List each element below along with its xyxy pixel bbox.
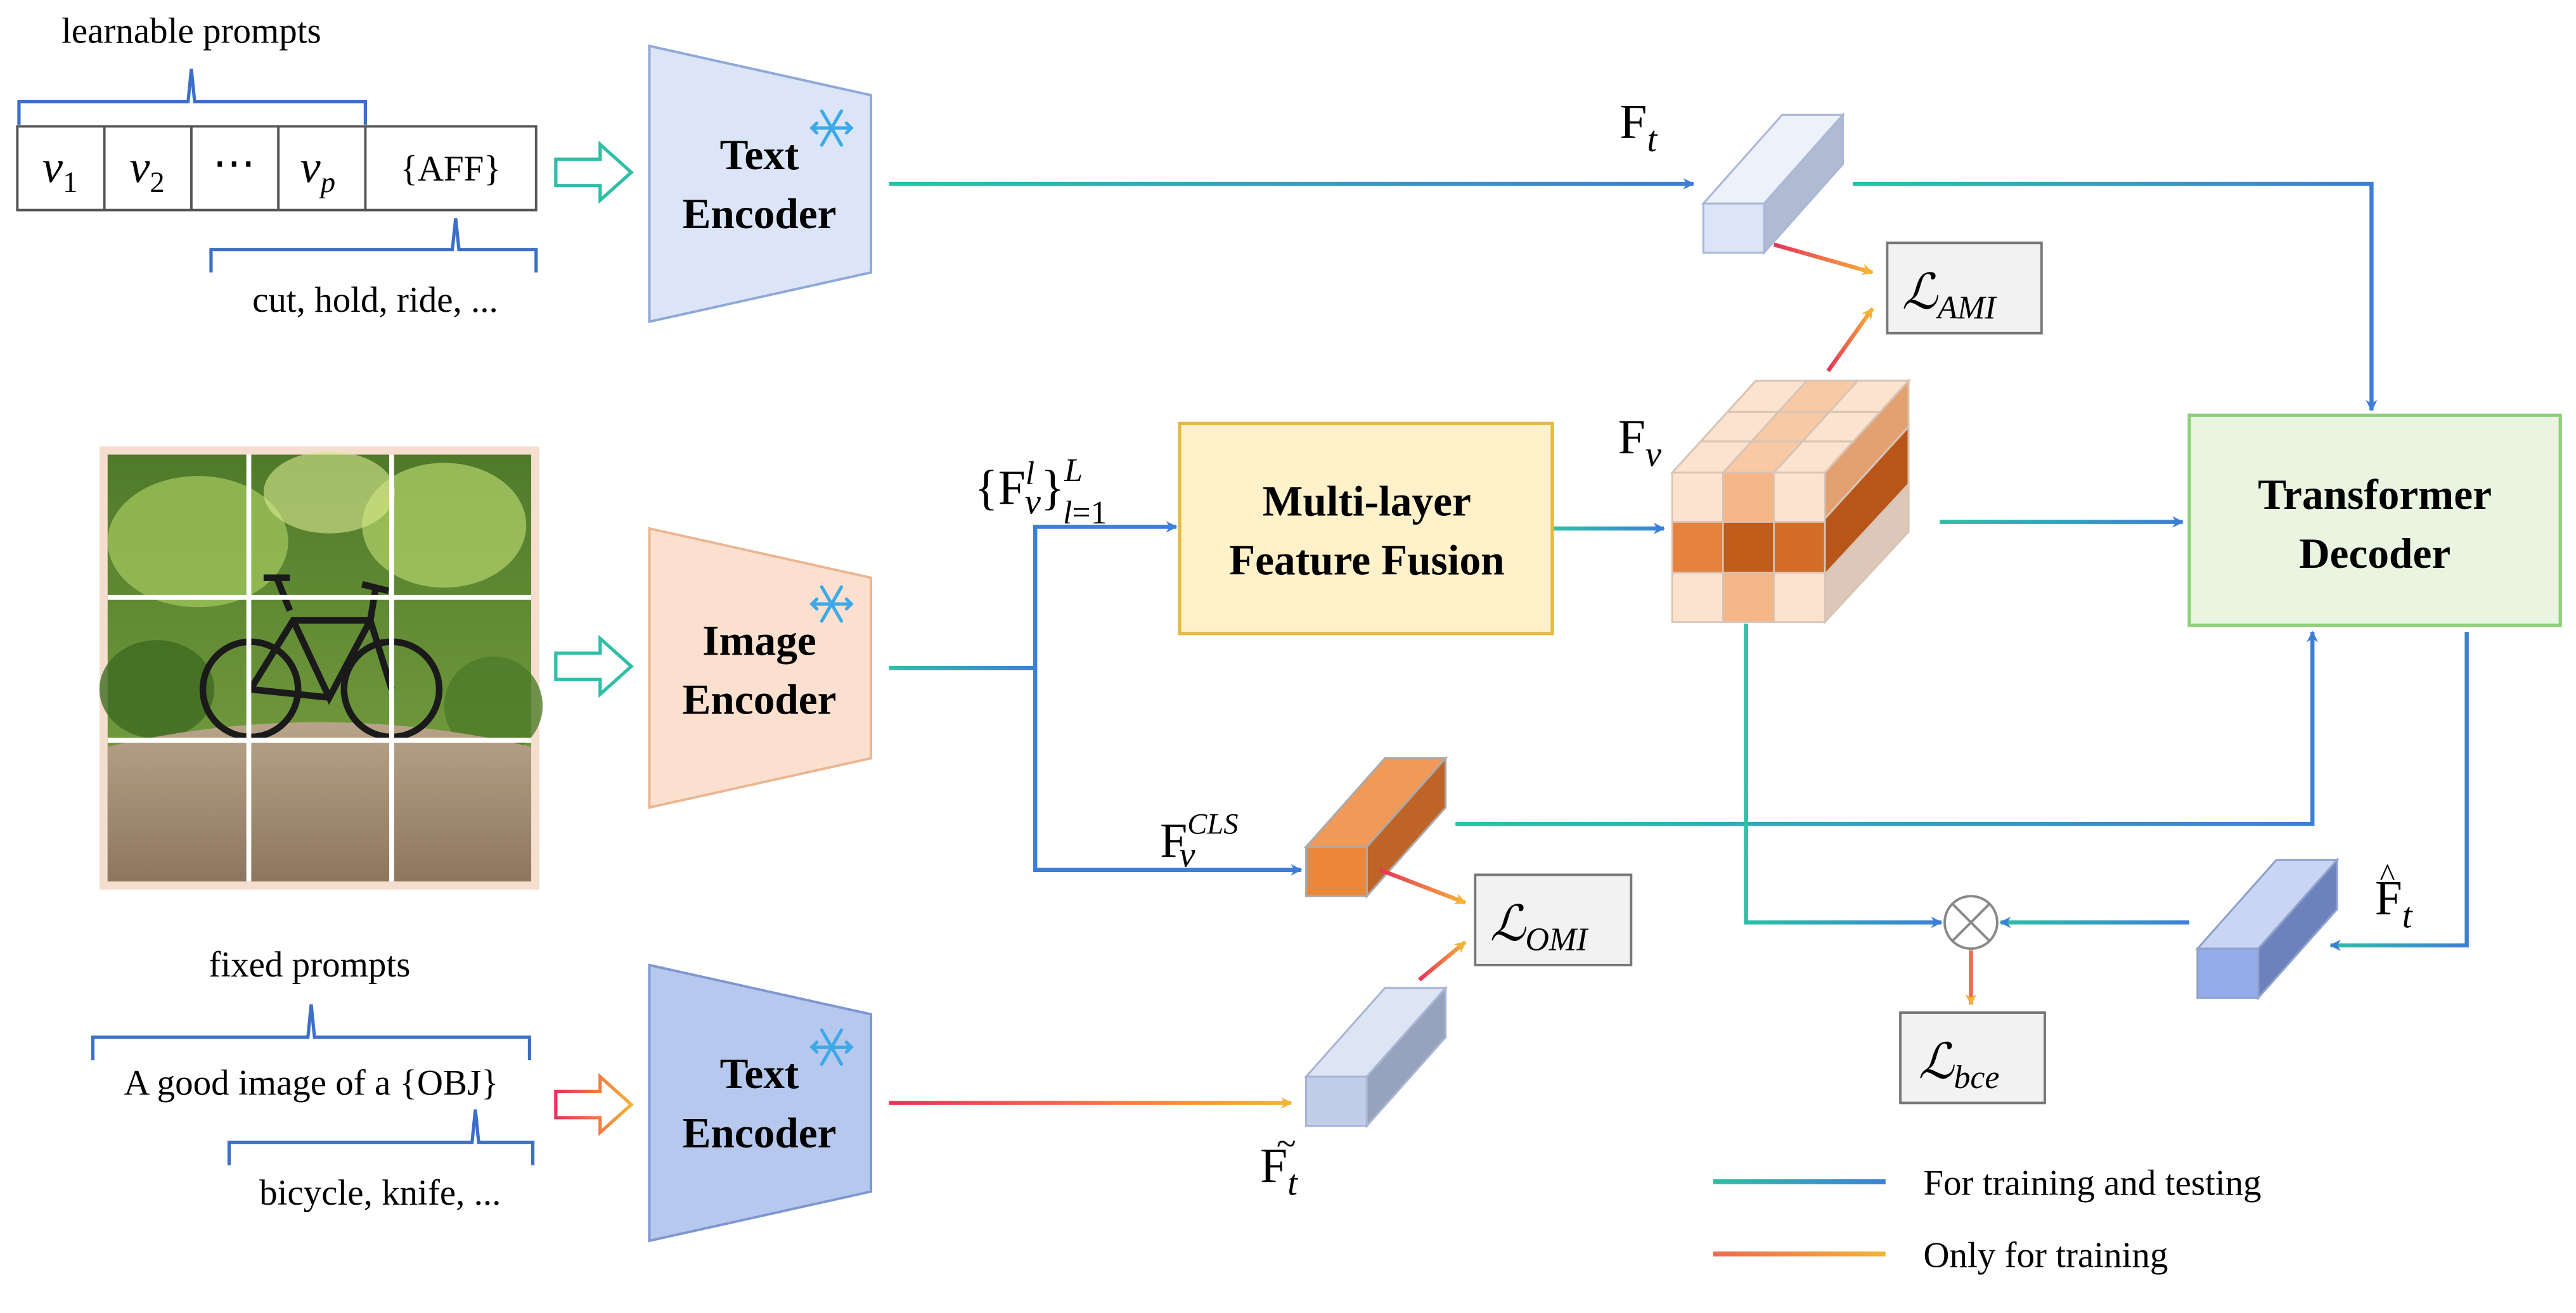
train-only-connectors [889, 242, 1977, 1109]
object-examples: bicycle, knife, ... [259, 1173, 501, 1213]
text-encoder-bottom-line2: Encoder [682, 1109, 836, 1156]
ft-feature-cube [1701, 112, 1845, 255]
text-encoder-top: Text Encoder [648, 44, 873, 324]
ft-tilde-cube [1304, 985, 1448, 1129]
input-arrow-image [554, 634, 634, 698]
learnable-prompts-title: learnable prompts [61, 11, 321, 51]
prompt-token-v2: v2 [129, 141, 165, 199]
text-encoder-top-line2: Encoder [682, 190, 836, 238]
prompt-token-vp: vp [300, 141, 335, 199]
feature-fusion-line2: Feature Fusion [1229, 537, 1505, 584]
prompt-token-v1: v1 [42, 141, 78, 199]
snowflake-icon [809, 585, 854, 623]
snowflake-icon [809, 1028, 854, 1066]
text-encoder-bottom-line1: Text [720, 1050, 799, 1098]
fixed-prompts-brace [91, 1004, 532, 1061]
hat-mark: ^ [2380, 858, 2395, 894]
legend-item-train-test: For training and testing [1713, 1163, 2262, 1203]
image-encoder: Image Encoder [648, 527, 873, 809]
svg-text:v1: v1 [42, 141, 78, 199]
train-test-connectors [889, 178, 2469, 951]
tilde-mark: ~ [1277, 1124, 1296, 1163]
snowflake-icon [809, 109, 854, 147]
prompt-token-aff: {AFF} [400, 149, 501, 189]
legend: For training and testing Only for traini… [1713, 1163, 2262, 1275]
fv-cls-cube [1304, 755, 1448, 899]
fv-label: Fv [1618, 409, 1662, 475]
feature-fusion-line1: Multi-layer [1263, 477, 1471, 525]
object-brace [227, 1109, 535, 1165]
multiply-node [1943, 895, 1999, 950]
affordance-examples: cut, hold, ride, ... [252, 280, 498, 320]
feature-fusion-box: Multi-layer Feature Fusion [1178, 421, 1554, 636]
svg-text:vp: vp [300, 141, 335, 199]
text-encoder-top-line1: Text [720, 131, 799, 179]
loss-bce-box: ℒbce [1899, 1011, 2046, 1105]
input-arrow-text-bottom [554, 1073, 634, 1136]
svg-text:v2: v2 [129, 141, 165, 199]
input-image [99, 446, 543, 890]
fixed-prompt-template: A good image of a {OBJ} [124, 1063, 498, 1103]
affordance-brace [209, 218, 538, 272]
loss-omi-box: ℒOMI [1474, 873, 1633, 966]
image-encoder-line2: Encoder [682, 676, 836, 724]
svg-text:ℒOMI: ℒOMI [1490, 897, 1590, 958]
legend-label-train-only: Only for training [1923, 1235, 2168, 1275]
transformer-decoder-box: Transformer Decoder [2187, 413, 2562, 627]
legend-label-train-test: For training and testing [1923, 1163, 2261, 1203]
transformer-decoder-line1: Transformer [2258, 471, 2492, 518]
learnable-prompts-group: learnable prompts v1 v2 ⋯ vp {AFF} cut, … [16, 11, 538, 320]
legend-item-train-only: Only for training [1713, 1235, 2168, 1275]
ft-hat-cube [2195, 857, 2340, 1001]
transformer-decoder-line2: Decoder [2299, 530, 2450, 577]
image-encoder-line1: Image [702, 617, 816, 664]
learnable-prompts-brace [17, 68, 368, 125]
input-arrow-text-top [554, 141, 634, 204]
text-encoder-bottom: Text Encoder [648, 963, 873, 1243]
fv-feature-cube [1670, 378, 1911, 625]
ft-label: Ft [1620, 94, 1658, 160]
loss-ami-box: ℒAMI [1886, 241, 2043, 335]
fixed-prompts-title: fixed prompts [209, 945, 410, 985]
fixed-prompts-group: fixed prompts A good image of a {OBJ} bi… [91, 945, 535, 1213]
prompt-token-ellipsis: ⋯ [213, 139, 255, 187]
